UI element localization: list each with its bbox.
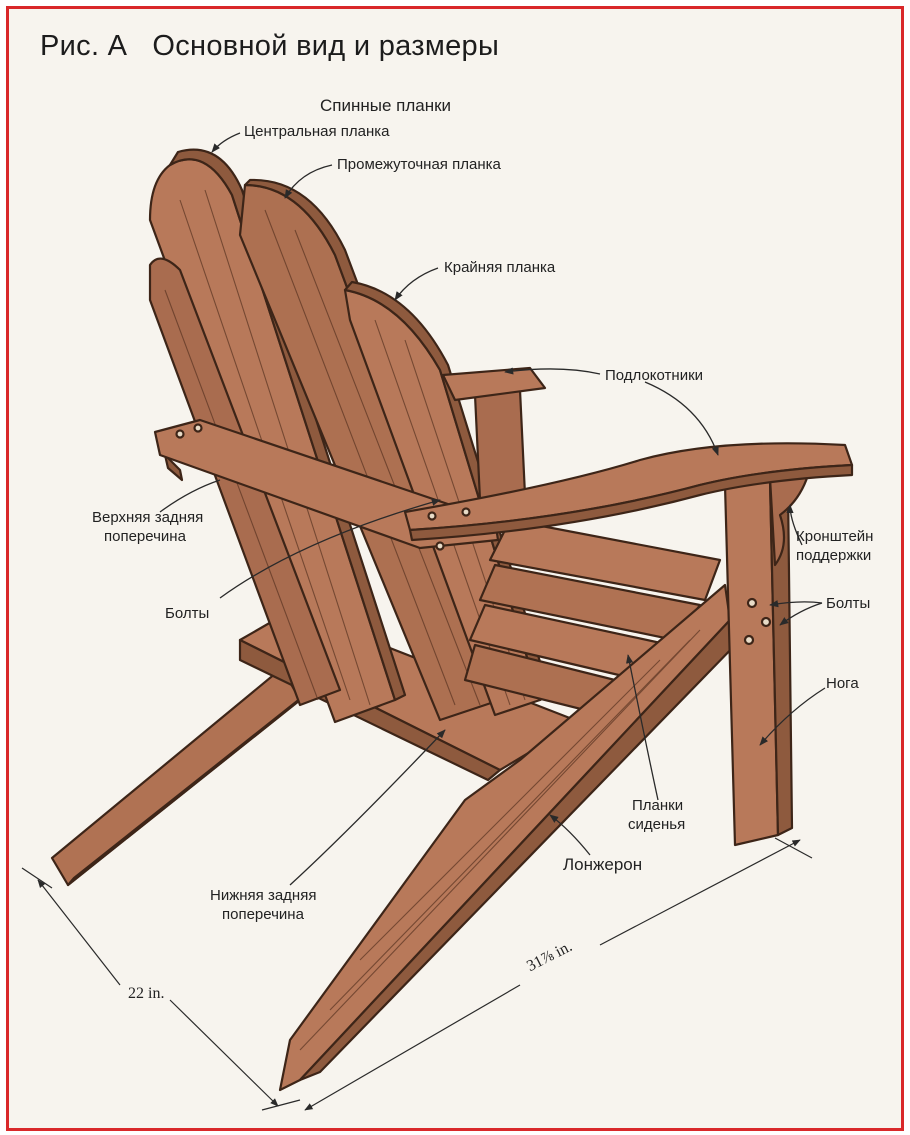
label-leg: Нога xyxy=(826,675,859,692)
figure-title: Рис. А Основной вид и размеры xyxy=(40,30,500,62)
seat-slats xyxy=(463,518,722,717)
label-armrests: Подлокотники xyxy=(605,367,704,384)
front-leg xyxy=(723,478,780,847)
label-central-slat: Центральная планка xyxy=(244,123,390,140)
label-upper-back-rail-2: поперечина xyxy=(104,528,186,545)
label-bolts-right: Болты xyxy=(826,595,871,612)
label-outer-slat: Крайняя планка xyxy=(444,259,556,276)
left-stringer xyxy=(50,666,302,887)
label-back-slats: Спинные планки xyxy=(320,96,452,115)
label-intermediate-slat: Промежуточная планка xyxy=(337,156,501,173)
label-bolts-left: Болты xyxy=(165,605,210,622)
label-lower-back-rail-1: Нижняя задняя xyxy=(210,887,317,904)
label-upper-back-rail-1: Верхняя задняя xyxy=(92,509,204,526)
label-stringer: Лонжерон xyxy=(563,855,643,874)
label-seat-slats-1: Планки xyxy=(632,797,684,814)
label-seat-slats-2: сиденья xyxy=(628,816,686,833)
label-support-bracket-1: Кронштейн xyxy=(796,528,874,545)
label-support-bracket-2: поддержки xyxy=(796,547,872,564)
label-lower-back-rail-2: поперечина xyxy=(222,906,304,923)
support-bracket xyxy=(768,473,810,567)
dimension-width: 22 in. xyxy=(128,985,165,1002)
rear-right-armrest xyxy=(441,366,547,402)
